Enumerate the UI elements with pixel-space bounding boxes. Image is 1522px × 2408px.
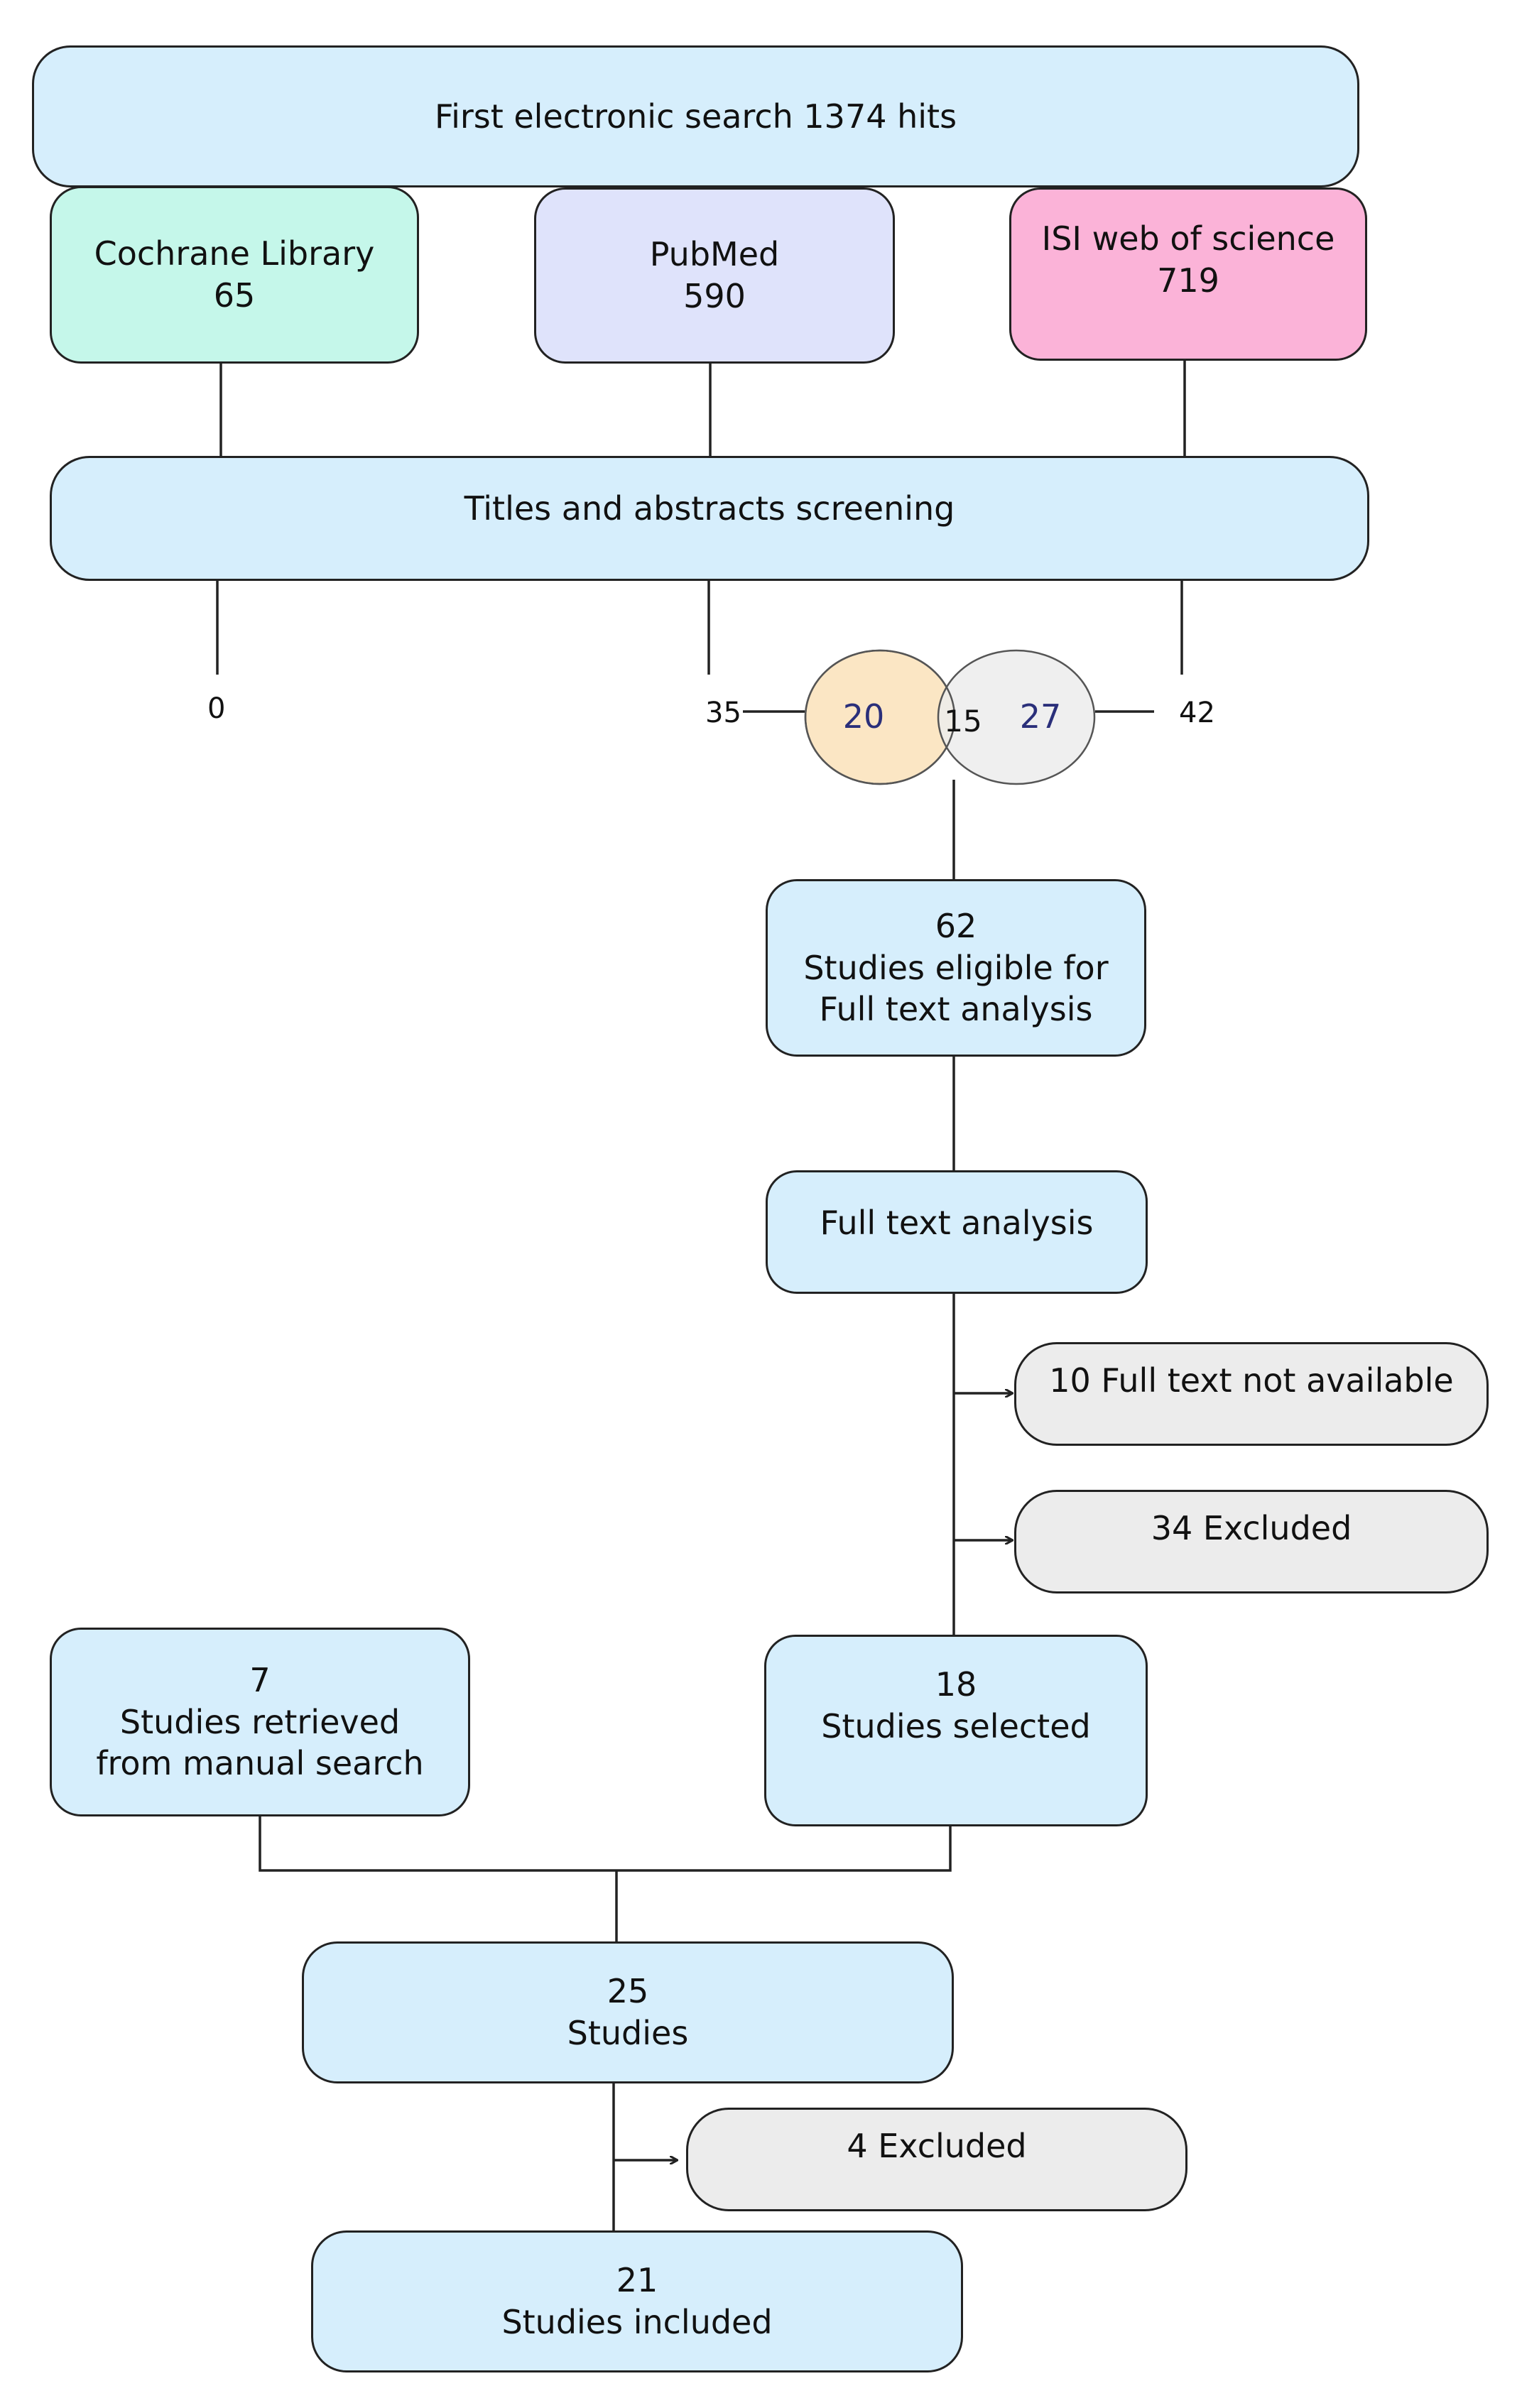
manual-search-box: 7 Studies retrieved from manual search [50,1628,470,1816]
combined-label: Studies [567,2014,689,2052]
excluded-4-box: 4 Excluded [686,2108,1187,2211]
pubmed-count: 590 [683,277,746,315]
full-text-label: Full text analysis [820,1204,1094,1242]
selected-label: Studies selected [821,1706,1091,1745]
included-label: Studies included [501,2303,773,2341]
eligible-line2: Full text analysis [819,990,1093,1029]
cochrane-screen-count: 0 [207,692,226,725]
pubmed-name: PubMed [649,235,780,274]
included-count: 21 [616,2261,658,2300]
manual-line1: Studies retrieved [119,1702,401,1741]
full-text-box: Full text analysis [766,1170,1148,1294]
pubmed-screen-count: 35 [705,697,741,729]
first-search-label: First electronic search 1374 hits [434,97,957,136]
isi-screen-count: 42 [1179,697,1215,729]
combined-count: 25 [607,1972,649,2011]
included-box: 21 Studies included [311,2230,963,2372]
cochrane-count: 65 [213,276,256,315]
excluded-4-label: 4 Excluded [847,2127,1027,2165]
eligible-count: 62 [935,906,977,945]
manual-line2: from manual search [96,1744,424,1783]
selected-count: 18 [935,1665,977,1704]
selected-box: 18 Studies selected [764,1635,1148,1826]
eligible-line1: Studies eligible for [803,948,1109,987]
isi-name: ISI web of science [1041,219,1335,258]
first-search-box: First electronic search 1374 hits [32,45,1359,187]
screening-box: Titles and abstracts screening [50,456,1369,581]
excluded-34-box: 34 Excluded [1014,1490,1489,1593]
venn-overlap: 15 [944,704,982,739]
venn-isi-circle [937,649,1096,785]
excluded-34-label: 34 Excluded [1151,1509,1352,1547]
cochrane-box: Cochrane Library 65 [50,186,419,364]
cochrane-name: Cochrane Library [94,234,375,273]
venn-isi-only: 27 [1020,697,1062,736]
screening-label: Titles and abstracts screening [464,489,955,528]
pubmed-box: PubMed 590 [534,187,895,364]
eligible-box: 62 Studies eligible for Full text analys… [766,879,1146,1057]
excluded-unavailable-box: 10 Full text not available [1014,1342,1489,1446]
manual-count: 7 [249,1660,271,1699]
venn-pubmed-only: 20 [843,697,885,736]
isi-box: ISI web of science 719 [1009,187,1367,361]
combined-box: 25 Studies [302,1941,954,2083]
excluded-unavailable-label: 10 Full text not available [1049,1361,1454,1400]
isi-count: 719 [1157,261,1219,300]
venn-diagram: 20 15 27 [804,649,1096,785]
